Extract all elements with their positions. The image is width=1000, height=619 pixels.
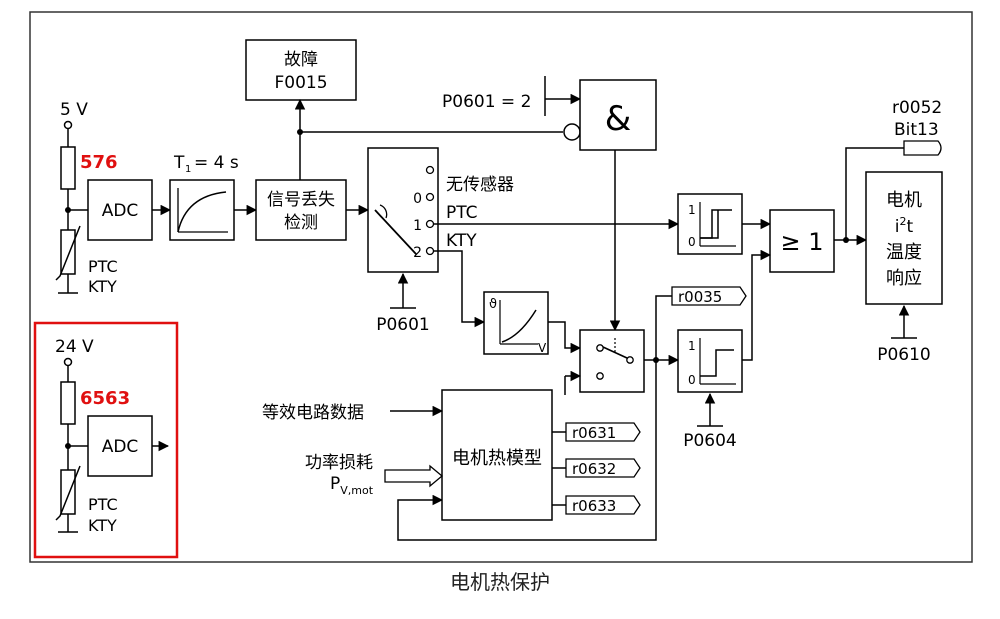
motor-line3: 温度 [886,242,922,263]
selector-param: P0601 [376,315,430,335]
selector-opt0: 无传感器 [446,175,514,195]
and-symbol: & [605,99,632,139]
supply-label-1: 5 V [60,100,88,120]
highlight-box [33,321,179,559]
r0633-label: r0633 [572,497,616,515]
fault-line2: F0015 [274,73,327,93]
input2-label: 功率损耗 [305,453,373,473]
signal-loss-block: 信号丢失 检测 [255,179,347,241]
sensor-selector: 0 1 2 无传感器 PTC KTY P0601 [367,147,514,335]
motor-i2t-response-block: 电机 i2t 温度 响应 P0610 [865,171,943,365]
hyst2-param: P0604 [683,431,737,451]
adc-label-2: ADC [102,437,139,457]
param-6563: 6563 [80,388,130,409]
motor-param: P0610 [877,345,931,365]
outer-frame [29,11,973,563]
kty-v: V [538,341,547,355]
r0631-tag [565,422,641,442]
filter-t-sub: 1 [185,164,191,175]
and-condition: P0601 = 2 [442,92,531,112]
selector-opt2: KTY [446,231,477,251]
or-gate: ≥ 1 [769,209,835,273]
and-gate: P0601 = 2 & [442,76,657,151]
motor-line2: i2t [895,215,914,237]
adc-label-1: ADC [102,201,139,221]
resistor-1 [60,146,76,190]
r0035-tag [671,286,747,306]
fault-block: 故障 F0015 [245,39,357,101]
ptc-label-1: PTC [88,257,118,276]
sensor-input-2: 24 V 6563 ADC PTC KTY [55,337,170,535]
changeover-switch [579,329,645,393]
hyst2-zero: 0 [688,373,696,387]
selector-opt0-num: 0 [413,191,422,207]
filter-t-label: T [173,153,185,173]
r0633-tag [565,495,641,515]
motor-line1: 电机 [886,190,922,211]
filter-t-value: = 4 s [194,153,239,173]
hyst2-one: 1 [688,339,696,353]
ptc-label-2: PTC [88,495,118,514]
adc-block-1 [87,179,153,241]
bit13-label: Bit13 [894,120,939,140]
selector-opt2-num: 2 [413,245,422,261]
hysteresis-block-2: 1 0 P0604 [677,329,743,451]
filter-block: T 1 = 4 s [169,153,239,241]
r0035-label: r0035 [678,288,722,306]
selector-opt1: PTC [446,203,478,223]
input3-label: PV,mot [330,474,374,497]
motor-line4: 响应 [886,268,922,289]
hyst1-one: 1 [688,203,696,217]
param-576: 576 [80,152,118,173]
r0632-label: r0632 [572,460,616,478]
r0631-label: r0631 [572,424,616,442]
r0632-tag [565,458,641,478]
resistor-2 [60,381,76,425]
or-symbol: ≥ 1 [780,228,823,256]
kty-theta: ϑ [489,297,497,312]
supply-label-2: 24 V [55,337,94,357]
motor-thermal-model: 电机热模型 等效电路数据 功率损耗 PV,mot r0631 r0632 r06… [262,389,641,521]
r0052-label: r0052 [892,98,942,118]
selector-opt1-num: 1 [413,218,422,234]
input1-label: 等效电路数据 [262,403,364,423]
hyst1-zero: 0 [688,235,696,249]
thermal-model-title: 电机热模型 [452,448,542,469]
r0052-tag [903,140,942,156]
kty-label-1: KTY [88,277,117,296]
sensor-input-1: 5 V 576 ADC PTC KTY [55,100,153,296]
kty-curve-block: ϑ V [483,291,549,355]
signal-loss-line2: 检测 [284,213,318,233]
power-loss-arrow [384,464,444,488]
diagram-caption: 电机热保护 [450,570,550,594]
hysteresis-block-1: 1 0 [677,193,743,255]
signal-loss-line1: 信号丢失 [267,190,335,210]
kty-label-2: KTY [88,516,117,535]
fault-line1: 故障 [284,50,318,70]
